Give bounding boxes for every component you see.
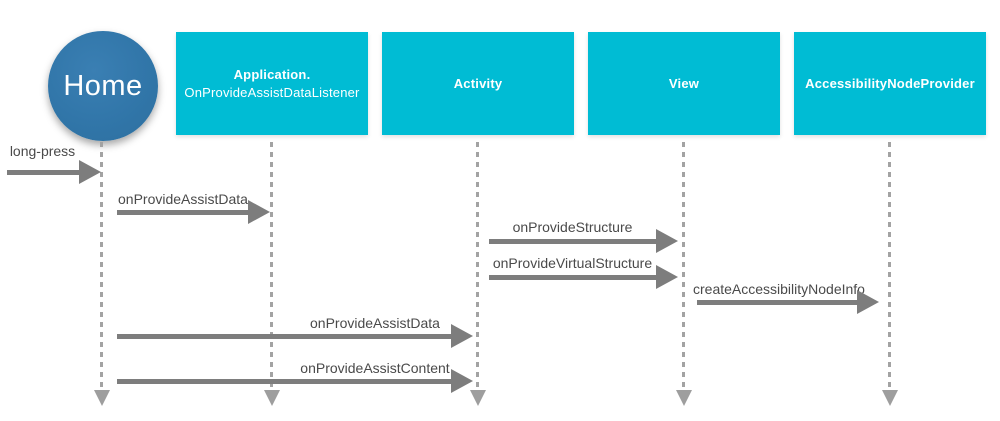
lifeline-application [270, 142, 273, 390]
message-label-createaccessibilitynodeinfo: createAccessibilityNodeInfo [693, 281, 865, 297]
message-arrow-head-icon [451, 369, 473, 393]
message-arrow-line [117, 379, 451, 384]
message-label-onprovidevirtualstructure: onProvideVirtualStructure [492, 255, 653, 271]
lifeline-end-arrow-icon [264, 390, 280, 406]
participant-activity: Activity [382, 32, 574, 135]
message-arrow-head-icon [656, 229, 678, 253]
participant-accessibility-node-provider: AccessibilityNodeProvider [794, 32, 986, 135]
message-label-onprovideassistdata-activity: onProvideAssistData [310, 315, 440, 331]
message-arrow-line [489, 239, 656, 244]
participant-application-title: Application. [233, 66, 311, 82]
message-arrow-head-icon [248, 200, 270, 224]
lifeline-end-arrow-icon [676, 390, 692, 406]
message-arrow-line [7, 170, 79, 175]
message-arrow-head-icon [451, 324, 473, 348]
message-arrow-line [117, 334, 451, 339]
message-label-onprovideassistdata-application: onProvideAssistData [118, 191, 248, 207]
lifeline-end-arrow-icon [470, 390, 486, 406]
participant-activity-title: Activity [453, 75, 503, 91]
message-arrow-line [697, 300, 857, 305]
actor-home-label: Home [63, 69, 143, 102]
message-arrow-line [489, 275, 656, 280]
participant-application-listener: Application. OnProvideAssistDataListener [176, 32, 368, 135]
message-label-onprovidestructure: onProvideStructure [512, 219, 633, 235]
lifeline-activity [476, 142, 479, 390]
participant-application-subtitle: OnProvideAssistDataListener [184, 84, 360, 100]
participant-accessibility-node-provider-title: AccessibilityNodeProvider [805, 75, 975, 91]
lifeline-end-arrow-icon [882, 390, 898, 406]
lifeline-end-arrow-icon [94, 390, 110, 406]
lifeline-home [100, 142, 103, 390]
message-arrow-head-icon [79, 160, 101, 184]
message-label-long-press: long-press [9, 143, 76, 159]
message-arrow-line [117, 210, 248, 215]
actor-home-circle: Home [48, 31, 158, 141]
message-arrow-head-icon [857, 290, 879, 314]
lifeline-accessibility-node-provider [888, 142, 891, 390]
lifeline-view [682, 142, 685, 390]
participant-view-title: View [668, 75, 700, 91]
participant-view: View [588, 32, 780, 135]
message-arrow-head-icon [656, 265, 678, 289]
message-label-onprovideassistcontent: onProvideAssistContent [300, 360, 450, 376]
